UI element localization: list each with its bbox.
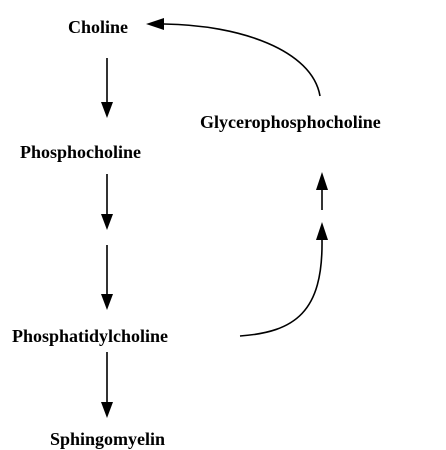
arrow-phosphocholine-to-intermediate xyxy=(101,174,113,230)
arrow-intermediate-to-phosphatidylcholine xyxy=(101,245,113,310)
node-phosphocholine: Phosphocholine xyxy=(20,142,141,162)
arrow-phosphatidylcholine-to-glycerophosphocholine-curve xyxy=(239,222,328,337)
arrow-into-glycerophosphocholine xyxy=(316,172,328,210)
arrow-glycerophosphocholine-to-choline xyxy=(146,18,321,97)
node-choline: Choline xyxy=(68,17,128,37)
arrow-choline-to-phosphocholine xyxy=(101,58,113,118)
node-glycerophosphocholine: Glycerophosphocholine xyxy=(200,112,381,132)
node-sphingomyelin: Sphingomyelin xyxy=(50,429,165,449)
arrow-phosphatidylcholine-to-sphingomyelin xyxy=(101,352,113,418)
node-phosphatidylcholine: Phosphatidylcholine xyxy=(12,326,168,346)
